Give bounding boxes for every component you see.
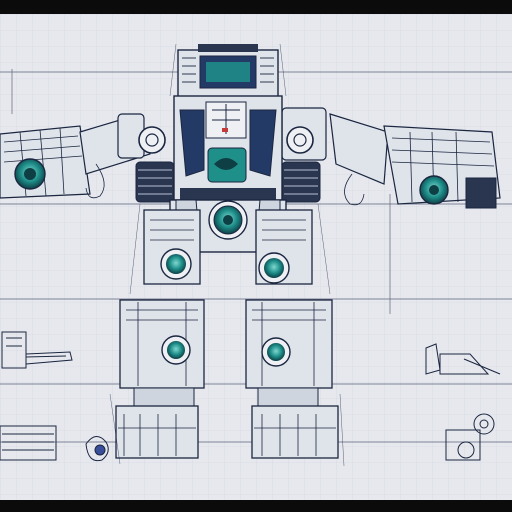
right-detail-sketches — [425, 343, 501, 461]
left-arm — [0, 113, 175, 203]
sketch-strokes — [109, 43, 345, 467]
left-detail-sketches — [0, 331, 109, 462]
robot-torso — [173, 95, 283, 202]
left-leg — [115, 209, 205, 459]
right-arm — [281, 107, 501, 209]
right-leg — [245, 209, 339, 459]
robot-blueprint-illustration — [0, 14, 512, 500]
blueprint-sheet — [0, 14, 512, 500]
